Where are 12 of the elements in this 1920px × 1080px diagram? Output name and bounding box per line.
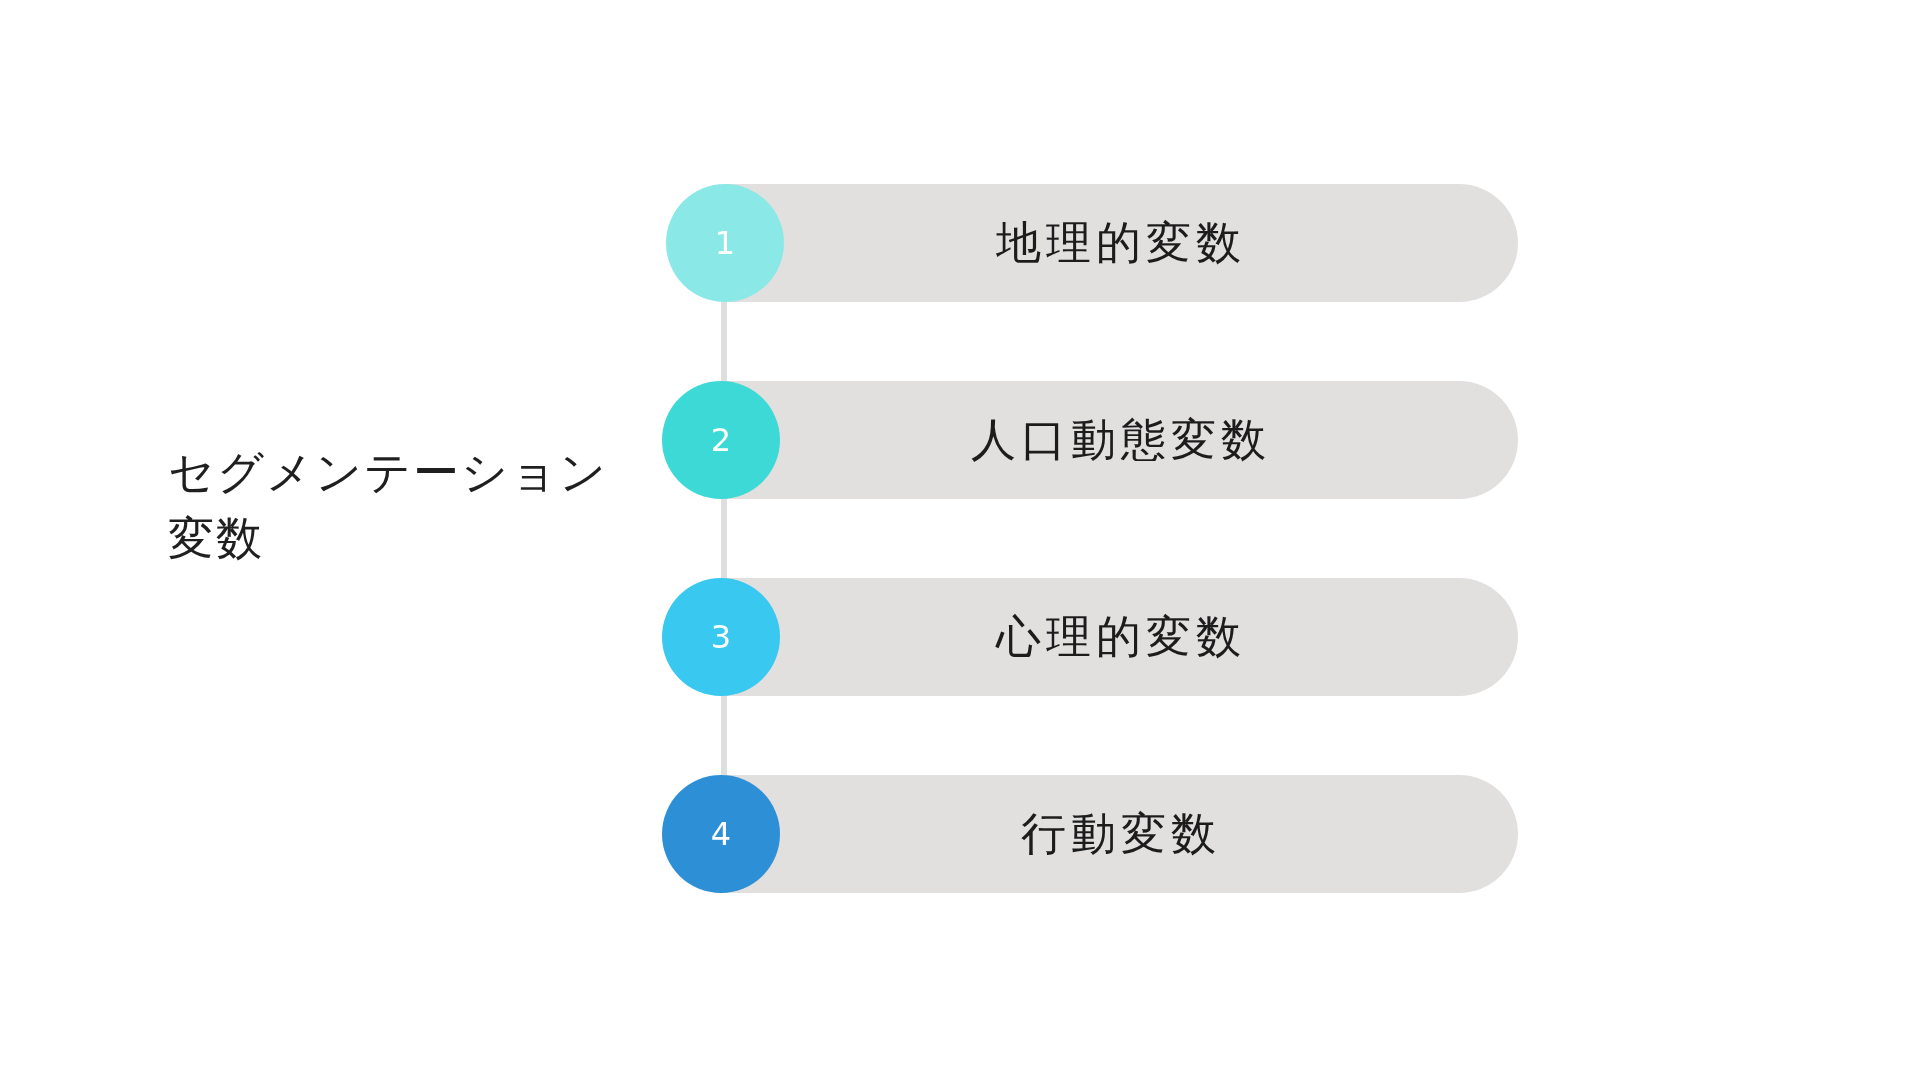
title: セグメンテーション変数 [168, 444, 609, 567]
number-circle: 3 [662, 578, 780, 696]
connector-line [721, 498, 727, 579]
category-label: 行動変数 [1021, 806, 1221, 862]
category-label: 心理的変数 [996, 609, 1246, 665]
number-circle: 4 [662, 775, 780, 893]
number-circle: 2 [662, 381, 780, 499]
category-label: 人口動態変数 [971, 412, 1271, 468]
category-label: 地理的変数 [996, 215, 1246, 271]
number-circle: 1 [666, 184, 784, 302]
connector-line [721, 695, 727, 776]
connector-line [721, 302, 727, 382]
